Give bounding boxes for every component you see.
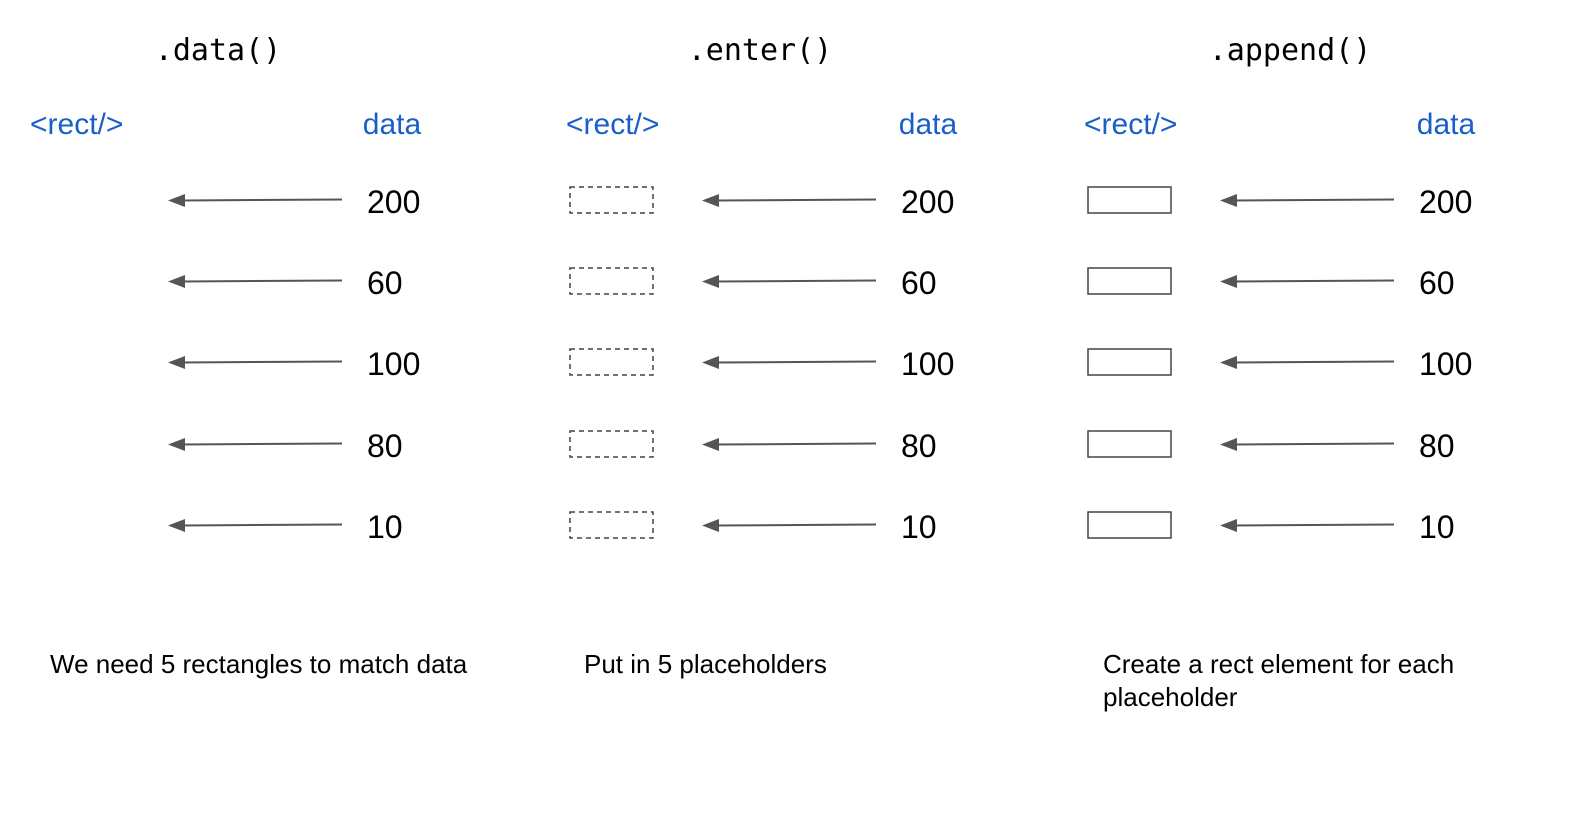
placeholder-rect [569, 430, 654, 458]
data-column-header: data [1417, 108, 1476, 141]
data-value: 100 [1419, 346, 1472, 382]
rect-element [1087, 348, 1172, 376]
rect-element [1087, 511, 1172, 539]
arrow-head [168, 438, 185, 451]
placeholder-rect [569, 511, 654, 539]
method-title: .append() [1209, 33, 1372, 68]
rect-column-header: <rect/> [566, 108, 659, 141]
arrow-head [1220, 194, 1237, 207]
arrow-line [1233, 360, 1395, 364]
data-column-header: data [363, 108, 422, 141]
data-value: 10 [367, 509, 403, 545]
data-value: 200 [901, 184, 954, 220]
arrow-head [168, 356, 185, 369]
data-value: 60 [367, 265, 403, 301]
arrow-head [1220, 519, 1237, 532]
binding-row: 200 [569, 184, 954, 220]
binding-row: 10 [569, 509, 937, 545]
placeholder-rect [569, 348, 654, 376]
rect-element [1087, 267, 1172, 295]
method-title: .enter() [688, 33, 833, 68]
data-value: 80 [367, 428, 403, 464]
arrow-line [715, 360, 877, 364]
arrow-head [702, 275, 719, 288]
binding-rows: 200 60 100 80 10 [168, 184, 420, 545]
arrow-head [1220, 438, 1237, 451]
arrow-line [181, 198, 343, 202]
arrow-head [702, 194, 719, 207]
data-value: 200 [367, 184, 420, 220]
binding-row: 80 [168, 428, 403, 464]
arrow-head [702, 356, 719, 369]
rect-column-header: <rect/> [1084, 108, 1177, 141]
binding-rows: 200 60 100 80 10 [569, 184, 954, 545]
arrow-head [1220, 356, 1237, 369]
arrow-line [1233, 198, 1395, 202]
arrow-line [1233, 523, 1395, 527]
caption-data-step: We need 5 rectangles to match data [50, 649, 468, 679]
binding-row: 80 [1087, 428, 1455, 464]
binding-row: 100 [1087, 346, 1472, 382]
rect-column-header: <rect/> [30, 108, 123, 141]
arrow-line [181, 360, 343, 364]
binding-rows: 200 60 100 80 10 [1087, 184, 1472, 545]
data-value: 100 [367, 346, 420, 382]
method-title: .data() [155, 33, 281, 68]
caption-enter-step: Put in 5 placeholders [584, 649, 827, 679]
arrow-line [181, 279, 343, 283]
panel-data: .data() <rect/> data 200 60 100 80 10 [30, 33, 422, 545]
arrow-line [1233, 442, 1395, 446]
arrow-line [715, 279, 877, 283]
arrow-line [715, 198, 877, 202]
binding-row: 10 [168, 509, 403, 545]
rect-element [1087, 430, 1172, 458]
arrow-head [168, 275, 185, 288]
arrow-head [168, 194, 185, 207]
placeholder-rect [569, 267, 654, 295]
binding-row: 60 [168, 265, 403, 301]
binding-row: 100 [569, 346, 954, 382]
data-value: 60 [1419, 265, 1455, 301]
data-value: 100 [901, 346, 954, 382]
binding-row: 200 [168, 184, 420, 220]
binding-row: 80 [569, 428, 937, 464]
data-value: 80 [901, 428, 937, 464]
data-value: 200 [1419, 184, 1472, 220]
data-value: 60 [901, 265, 937, 301]
binding-row: 200 [1087, 184, 1472, 220]
panel-append: .append() <rect/> data 200 60 100 80 10 [1084, 33, 1476, 545]
arrow-line [181, 442, 343, 446]
placeholder-rect [569, 186, 654, 214]
binding-row: 60 [1087, 265, 1455, 301]
data-column-header: data [899, 108, 958, 141]
data-value: 10 [901, 509, 937, 545]
data-value: 10 [1419, 509, 1455, 545]
arrow-line [715, 523, 877, 527]
arrow-head [168, 519, 185, 532]
caption-append-step: Create a rect element for each placehold… [1103, 649, 1455, 712]
binding-row: 60 [569, 265, 937, 301]
rect-element [1087, 186, 1172, 214]
binding-row: 100 [168, 346, 420, 382]
panel-enter: .enter() <rect/> data 200 60 100 80 10 [566, 33, 958, 545]
data-value: 80 [1419, 428, 1455, 464]
arrow-head [702, 438, 719, 451]
arrow-line [181, 523, 343, 527]
arrow-line [715, 442, 877, 446]
arrow-line [1233, 279, 1395, 283]
arrow-head [702, 519, 719, 532]
arrow-head [1220, 275, 1237, 288]
binding-row: 10 [1087, 509, 1455, 545]
